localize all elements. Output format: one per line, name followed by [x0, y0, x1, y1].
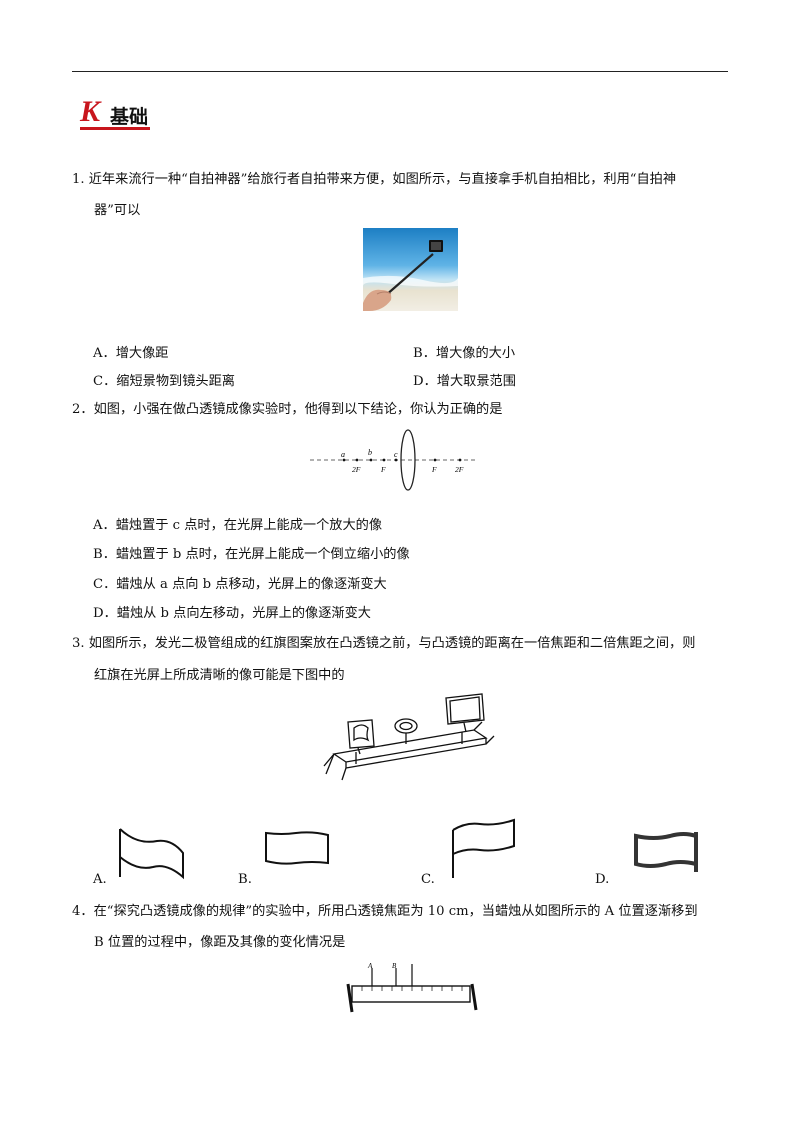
q1-option-d[interactable]: D．增大取景范围	[413, 374, 516, 389]
q4-optical-bench-figure: A B	[346, 962, 478, 1013]
section-letter: K	[80, 95, 101, 128]
q2-stem: 2．如图，小强在做凸透镜成像实验时，他得到以下结论，你认为正确的是	[72, 402, 503, 417]
q1-stem-line1: 1. 近年来流行一种“自拍神器”给旅行者自拍带来方便，如图所示，与直接拿手机自拍…	[72, 172, 677, 187]
q2-label-2f-right: 2F	[455, 465, 464, 474]
q3-choice-d[interactable]: D.	[595, 872, 610, 887]
q1-option-a[interactable]: A．增大像距	[93, 346, 169, 361]
q3-stem-line1: 3. 如图所示，发光二极管组成的红旗图案放在凸透镜之前，与凸透镜的距离在一倍焦距…	[72, 636, 696, 651]
q4-stem-line2: B 位置的过程中，像距及其像的变化情况是	[94, 935, 346, 950]
q3-optical-bench-figure	[323, 693, 495, 781]
q1-stem-line2: 器”可以	[94, 203, 141, 218]
q4-label-b: B	[392, 962, 397, 970]
q2-option-c[interactable]: C．蜡烛从 a 点向 b 点移动，光屏上的像逐渐变大	[93, 577, 387, 592]
q2-label-f-left: F	[380, 465, 386, 474]
q2-option-a[interactable]: A．蜡烛置于 c 点时，在光屏上能成一个放大的像	[93, 518, 383, 533]
q3-stem-line2: 红旗在光屏上所成清晰的像可能是下图中的	[94, 668, 345, 683]
q3-choice-c[interactable]: C.	[421, 872, 435, 887]
convex-lens-icon	[400, 429, 416, 491]
q1-option-b[interactable]: B．增大像的大小	[413, 346, 516, 361]
q2-label-2f-left: 2F	[352, 465, 361, 474]
section-underline	[80, 127, 150, 130]
q1-selfie-stick-photo	[363, 228, 458, 311]
q3-choice-b-flag-image	[265, 831, 329, 865]
q3-choice-d-flag-image	[634, 832, 698, 872]
q4-stem-line1: 4．在“探究凸透镜成像的规律”的实验中，所用凸透镜焦距为 10 cm，当蜡烛从如…	[72, 904, 698, 919]
q2-label-f-right: F	[431, 465, 437, 474]
header-rule	[72, 71, 728, 72]
q3-choice-c-flag-image	[452, 818, 515, 878]
q2-lens-axis-figure: a b c 2F F F 2F	[310, 429, 478, 491]
q1-option-c[interactable]: C．缩短景物到镜头距离	[93, 374, 235, 389]
q2-point-b: b	[368, 448, 372, 457]
q3-choice-a[interactable]: A.	[93, 872, 107, 887]
q2-point-c: c	[394, 450, 398, 459]
q4-label-a: A	[367, 962, 373, 970]
q3-choice-a-flag-image	[119, 828, 184, 880]
q2-option-b[interactable]: B．蜡烛置于 b 点时，在光屏上能成一个倒立缩小的像	[93, 547, 410, 562]
section-title: 基础	[110, 106, 149, 128]
q2-option-d[interactable]: D．蜡烛从 b 点向左移动，光屏上的像逐渐变大	[93, 606, 371, 621]
q3-choice-b[interactable]: B.	[238, 872, 252, 887]
q2-point-a: a	[341, 450, 345, 459]
